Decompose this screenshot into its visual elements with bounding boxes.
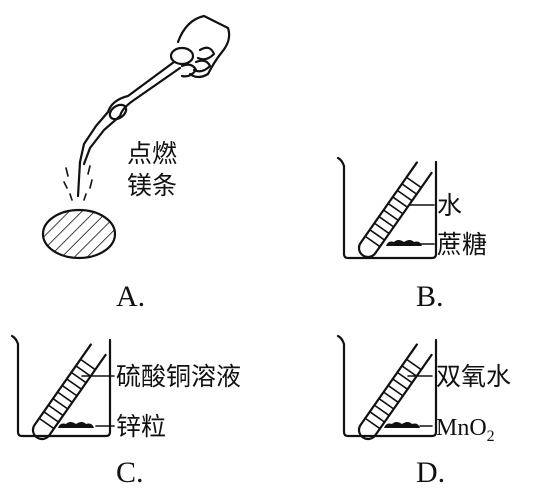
panel-d: 双氧水 MnO2 D.	[336, 334, 511, 489]
label-zinc-granules: 锌粒	[116, 412, 166, 441]
label-sucrose: 蔗糖	[437, 230, 487, 259]
label-ignite: 点燃	[127, 139, 177, 168]
zinc-granules	[58, 422, 94, 428]
panel-a: 点燃 镁条 A.	[41, 14, 231, 313]
label-hydrogen-peroxide: 双氧水	[436, 362, 511, 391]
manganese-dioxide	[384, 422, 420, 428]
wire-gauze	[41, 208, 117, 260]
option-c: C.	[116, 456, 144, 489]
option-b: B.	[416, 280, 444, 313]
label-magnesium-ribbon: 镁条	[127, 171, 177, 200]
option-a: A.	[116, 280, 145, 313]
beaker-b	[336, 156, 438, 260]
panel-c: 硫酸铜溶液 锌粒 C.	[10, 334, 241, 489]
label-mno2: MnO2	[436, 415, 495, 445]
label-water: 水	[437, 191, 462, 220]
sugar-crystals	[386, 240, 422, 246]
label-copper-sulfate-solution: 硫酸铜溶液	[116, 362, 241, 391]
panel-b: 水 蔗糖 B.	[336, 156, 487, 313]
hand-illustration	[169, 14, 231, 79]
option-d: D.	[416, 456, 445, 489]
crucible-tongs	[78, 60, 182, 166]
burning-magnesium-ribbon	[63, 160, 93, 201]
